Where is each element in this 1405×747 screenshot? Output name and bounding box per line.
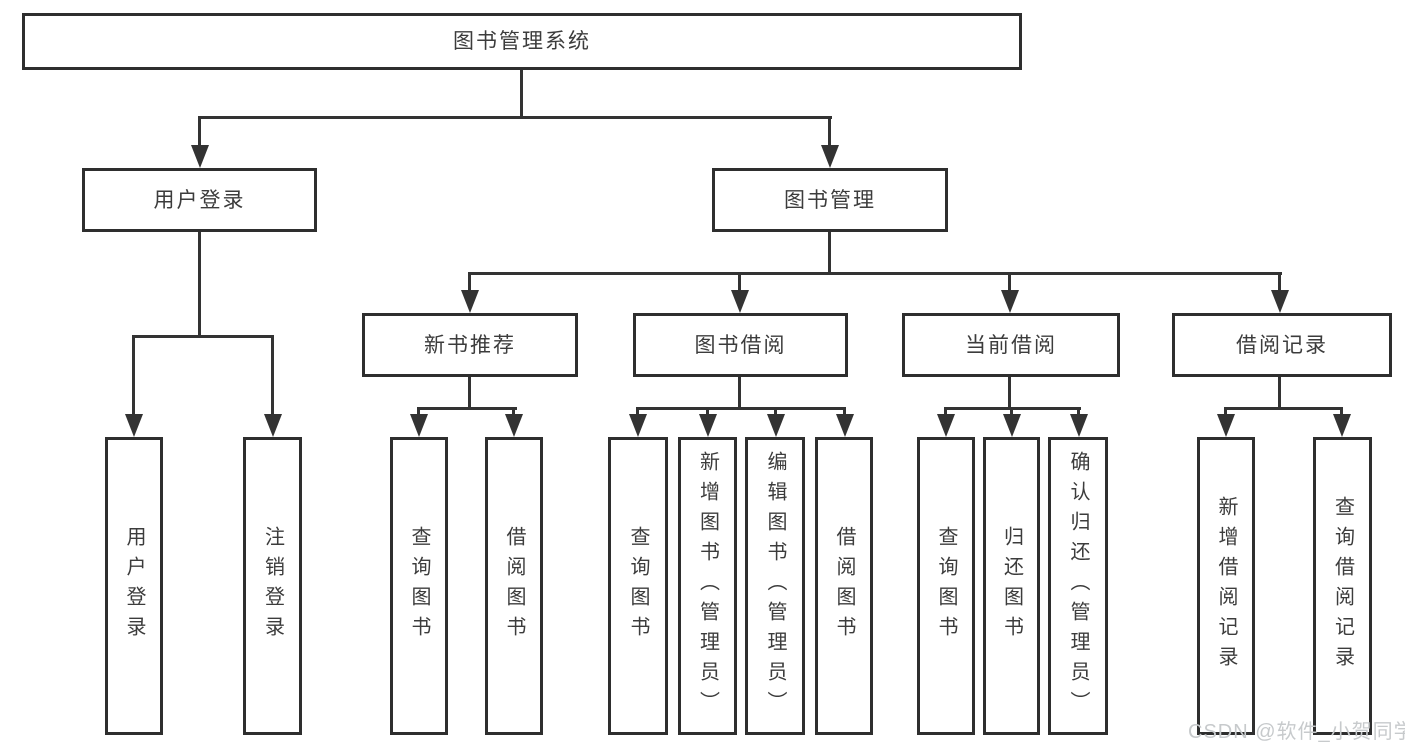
- connector-line: [520, 70, 523, 119]
- leaf-return-books: 归还图书: [983, 437, 1040, 735]
- node-borrow-records: 借阅记录: [1172, 313, 1392, 377]
- node-book-management-label: 图书管理: [784, 188, 876, 212]
- arrowhead-icon: [629, 414, 647, 437]
- arrowhead-icon: [1003, 414, 1021, 437]
- leaf-logout: 注销登录: [243, 437, 302, 735]
- leaf-add-books-admin-label: 新增图书（管理员）: [696, 451, 719, 721]
- arrowhead-icon: [264, 414, 282, 437]
- connector-line: [271, 335, 274, 415]
- connector-line: [843, 407, 846, 417]
- connector-line: [417, 407, 420, 417]
- connector-line: [774, 407, 777, 417]
- arrowhead-icon: [505, 414, 523, 437]
- leaf-edit-books-admin: 编辑图书（管理员）: [745, 437, 805, 735]
- connector-line: [132, 335, 135, 415]
- node-book-borrow-label: 图书借阅: [694, 333, 787, 357]
- connector-line: [706, 407, 709, 417]
- connector-line: [1224, 407, 1227, 417]
- leaf-confirm-return-admin: 确认归还（管理员）: [1048, 437, 1108, 735]
- node-user-login: 用户登录: [82, 168, 317, 232]
- connector-line: [636, 407, 639, 417]
- arrowhead-icon: [699, 414, 717, 437]
- connector-line: [1010, 407, 1013, 417]
- leaf-current-query-books: 查询图书: [917, 437, 975, 735]
- arrowhead-icon: [125, 414, 143, 437]
- leaf-borrow-books-label: 借阅图书: [833, 526, 855, 646]
- connector-line: [132, 335, 274, 338]
- arrowhead-icon: [731, 290, 749, 313]
- node-user-login-label: 用户登录: [153, 188, 246, 212]
- arrowhead-icon: [1271, 290, 1289, 313]
- leaf-return-books-label: 归还图书: [1000, 526, 1023, 646]
- node-current-borrow: 当前借阅: [902, 313, 1120, 377]
- leaf-query-borrow-record: 查询借阅记录: [1313, 437, 1372, 735]
- leaf-recommend-borrow-books-label: 借阅图书: [503, 526, 525, 646]
- connector-line: [738, 377, 741, 410]
- leaf-recommend-query-books-label: 查询图书: [408, 526, 430, 646]
- leaf-borrow-query-books: 查询图书: [608, 437, 668, 735]
- connector-line: [1278, 272, 1281, 292]
- leaf-add-borrow-record: 新增借阅记录: [1197, 437, 1255, 735]
- connector-line: [1077, 407, 1080, 417]
- connector-line: [198, 116, 832, 119]
- arrowhead-icon: [1001, 290, 1019, 313]
- arrowhead-icon: [937, 414, 955, 437]
- connector-line: [468, 272, 471, 292]
- connector-line: [512, 407, 515, 417]
- connector-line: [738, 272, 741, 292]
- arrowhead-icon: [821, 145, 839, 168]
- arrowhead-icon: [767, 414, 785, 437]
- leaf-edit-books-admin-label: 编辑图书（管理员）: [764, 451, 786, 721]
- connector-line: [636, 407, 846, 410]
- arrowhead-icon: [1217, 414, 1235, 437]
- connector-line: [1008, 272, 1011, 292]
- arrowhead-icon: [461, 290, 479, 313]
- connector-line: [198, 116, 201, 147]
- leaf-user-login-label: 用户登录: [123, 526, 145, 646]
- node-current-borrow-label: 当前借阅: [965, 333, 1057, 357]
- leaf-user-login: 用户登录: [105, 437, 163, 735]
- connector-line: [1008, 377, 1011, 410]
- leaf-current-query-books-label: 查询图书: [935, 526, 957, 646]
- node-root-label: 图书管理系统: [453, 30, 591, 53]
- leaf-add-books-admin: 新增图书（管理员）: [678, 437, 737, 735]
- connector-line: [468, 377, 471, 410]
- leaf-add-borrow-record-label: 新增借阅记录: [1215, 496, 1237, 676]
- connector-line: [1278, 377, 1281, 410]
- arrowhead-icon: [1333, 414, 1351, 437]
- connector-line: [1224, 407, 1343, 410]
- watermark: CSDN @软件_小贺同学: [1188, 721, 1405, 743]
- node-book-management: 图书管理: [712, 168, 948, 232]
- node-new-book-recommend-label: 新书推荐: [424, 333, 516, 357]
- connector-line: [198, 232, 201, 338]
- connector-line: [468, 272, 1282, 275]
- leaf-query-borrow-record-label: 查询借阅记录: [1331, 496, 1354, 676]
- arrowhead-icon: [1070, 414, 1088, 437]
- connector-line: [1340, 407, 1343, 417]
- connector-line: [417, 407, 517, 410]
- connector-line: [944, 407, 947, 417]
- node-new-book-recommend: 新书推荐: [362, 313, 578, 377]
- node-borrow-records-label: 借阅记录: [1236, 333, 1328, 357]
- leaf-borrow-books: 借阅图书: [815, 437, 873, 735]
- arrowhead-icon: [410, 414, 428, 437]
- arrowhead-icon: [191, 145, 209, 168]
- node-root: 图书管理系统: [22, 13, 1022, 70]
- leaf-logout-label: 注销登录: [261, 526, 284, 646]
- node-book-borrow: 图书借阅: [633, 313, 848, 377]
- connector-line: [828, 116, 831, 147]
- arrowhead-icon: [836, 414, 854, 437]
- leaf-borrow-query-books-label: 查询图书: [627, 526, 649, 646]
- leaf-confirm-return-admin-label: 确认归还（管理员）: [1067, 451, 1089, 721]
- connector-line: [828, 232, 831, 275]
- leaf-recommend-borrow-books: 借阅图书: [485, 437, 543, 735]
- leaf-recommend-query-books: 查询图书: [390, 437, 448, 735]
